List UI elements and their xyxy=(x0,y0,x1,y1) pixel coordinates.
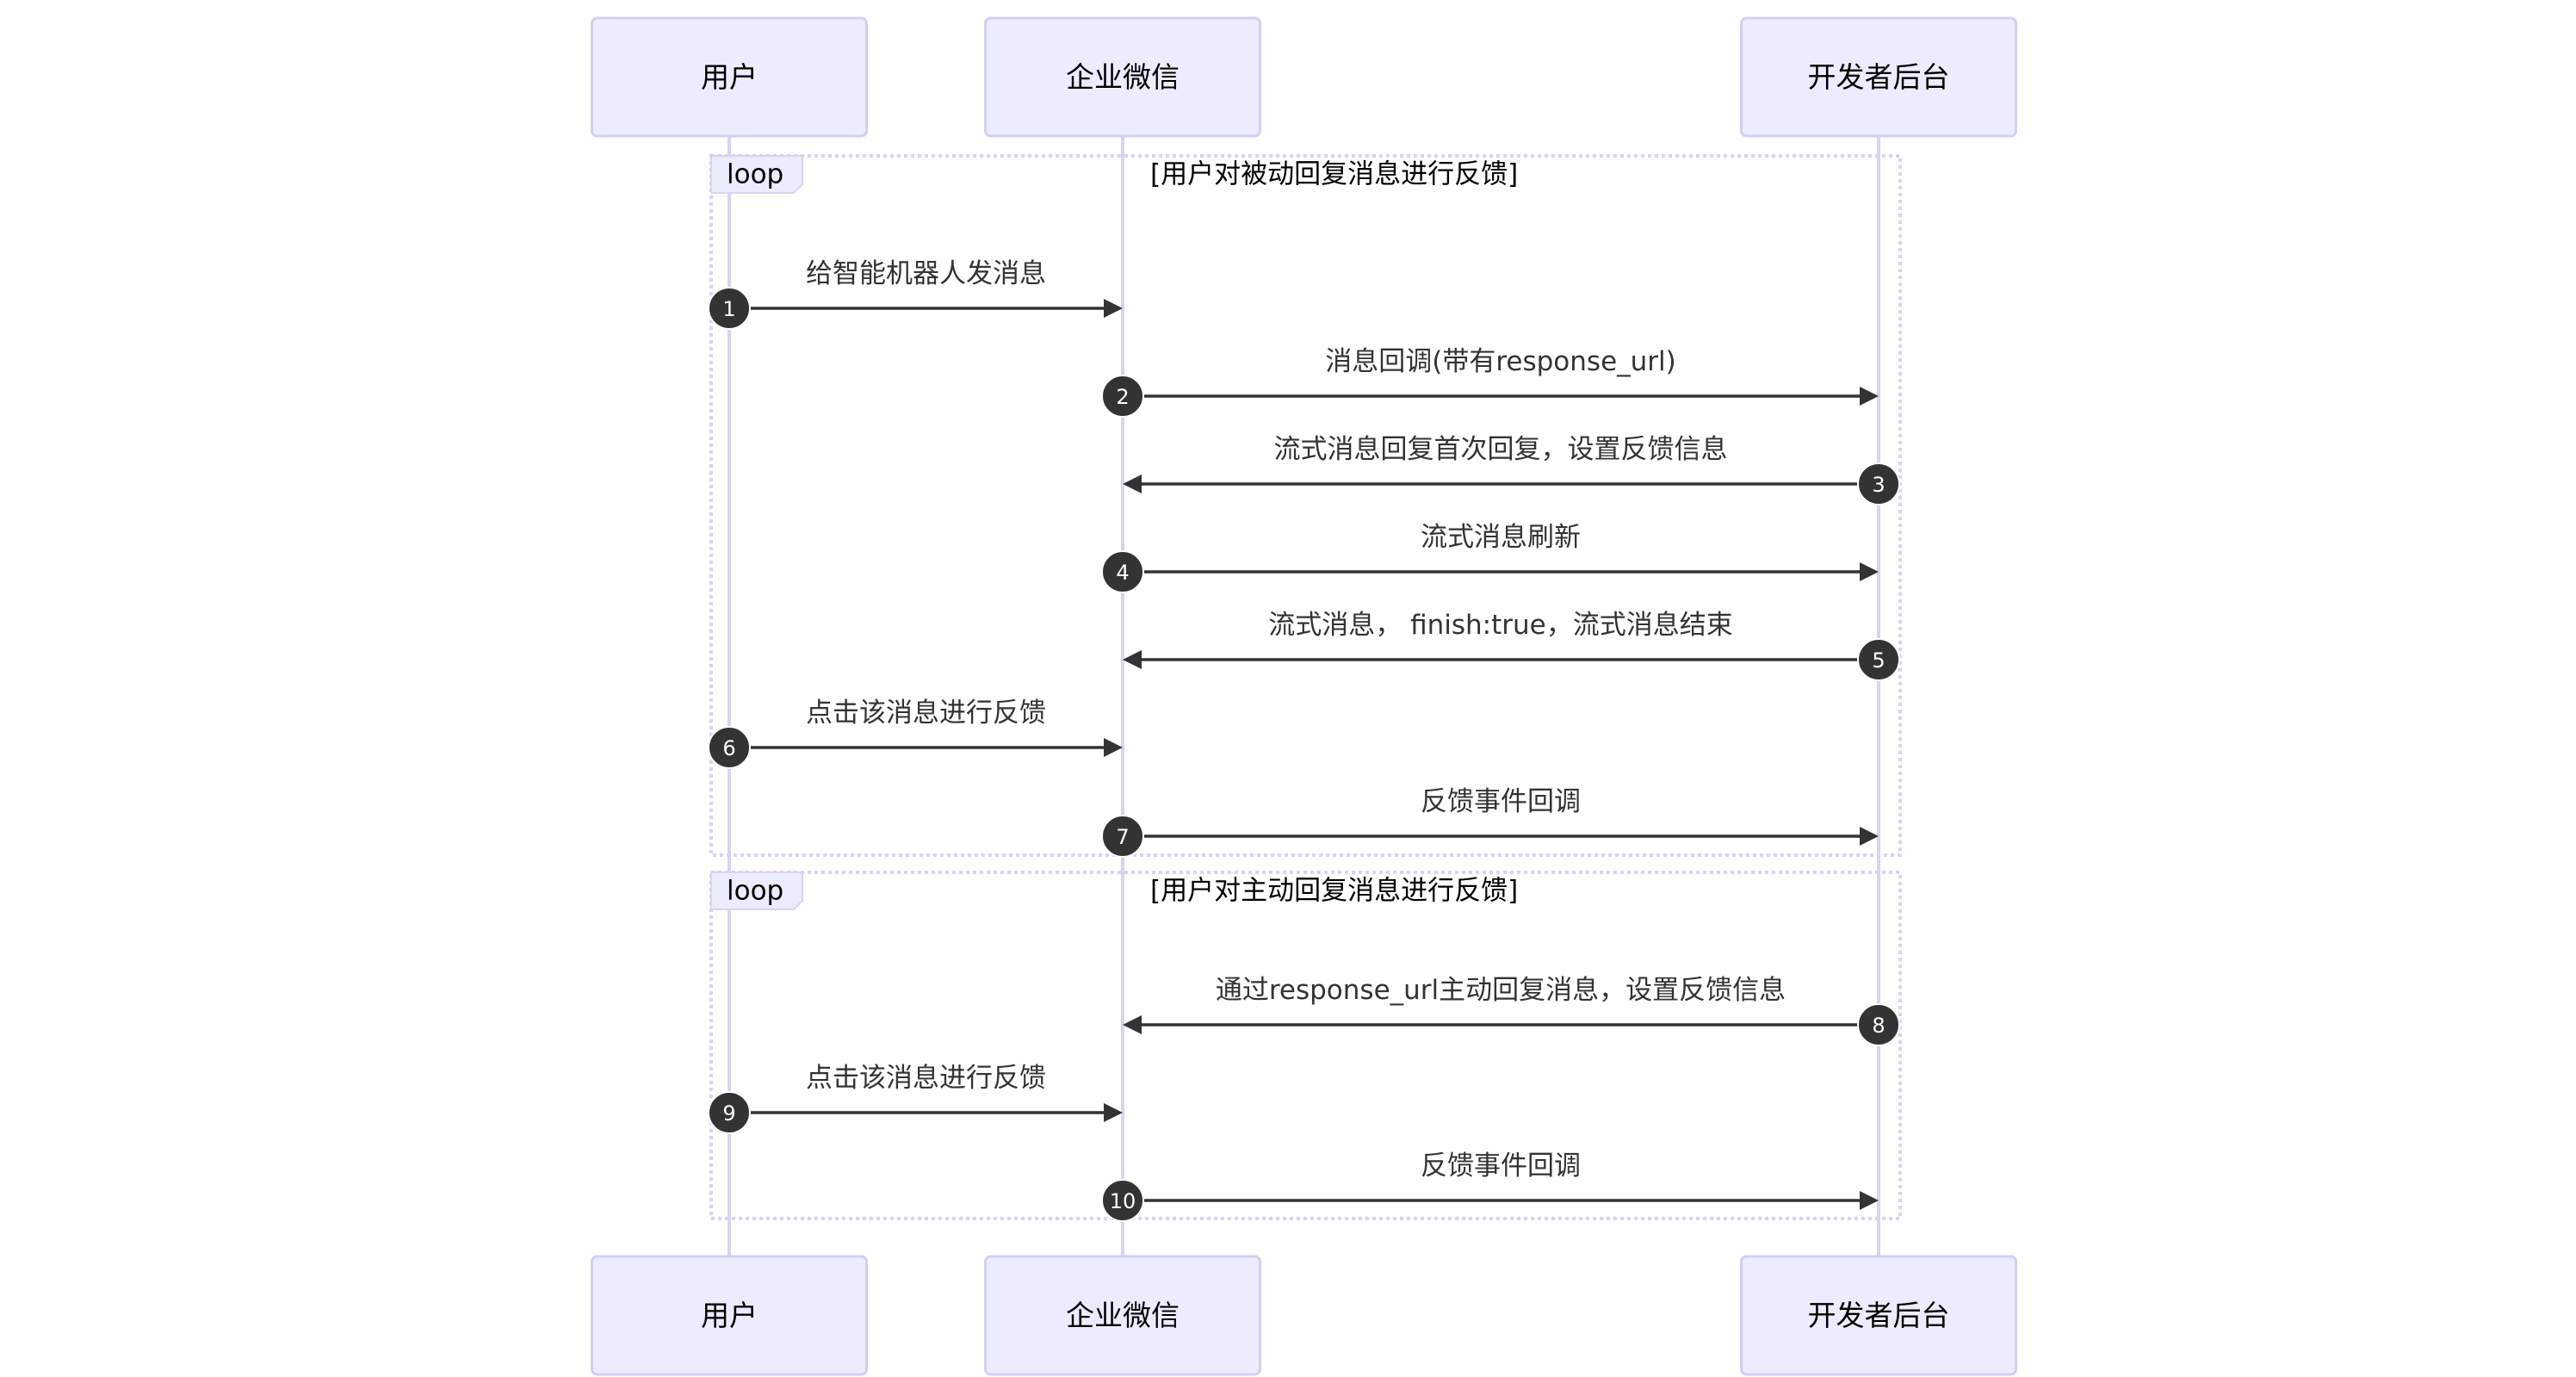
sequence-number: 4 xyxy=(1116,561,1129,585)
sequence-number-badge xyxy=(1857,462,1900,506)
sequence-number: 3 xyxy=(1872,473,1885,497)
message-label: 消息回调(带有response_url) xyxy=(1325,346,1676,377)
message-label: 流式消息， finish:true，流式消息结束 xyxy=(1268,610,1733,641)
arrowhead-icon xyxy=(1104,738,1123,757)
sequence-number: 8 xyxy=(1872,1014,1885,1038)
actor-box xyxy=(984,16,1261,138)
sequence-number: 1 xyxy=(722,297,735,321)
arrowhead-icon xyxy=(1123,1015,1142,1034)
actor-box xyxy=(984,1255,1261,1376)
sequence-number-badge xyxy=(1857,638,1900,681)
message-label: 点击该消息进行反馈 xyxy=(806,1063,1046,1094)
sequence-number: 10 xyxy=(1110,1189,1136,1213)
message-1: 给智能机器人发消息 1 xyxy=(708,258,1123,330)
loop-border xyxy=(709,154,1902,857)
loop-label-box xyxy=(710,871,803,910)
message-label: 通过response_url主动回复消息，设置反馈信息 xyxy=(1216,975,1786,1006)
arrowhead-icon xyxy=(1860,827,1879,846)
arrowhead-icon xyxy=(1860,1191,1879,1210)
sequence-number: 6 xyxy=(722,736,735,760)
arrowhead-icon xyxy=(1104,1103,1123,1122)
sequence-number-badge xyxy=(1101,815,1144,858)
sequence-number: 7 xyxy=(1116,825,1129,849)
sequence-number-badge xyxy=(1857,1003,1900,1046)
sequence-number-badge xyxy=(708,726,751,769)
message-7: 反馈事件回调 7 xyxy=(1101,786,1879,858)
actor-box xyxy=(1740,16,2017,138)
arrowhead-icon xyxy=(1123,650,1142,669)
messages: 给智能机器人发消息 1 消息回调(带有response_url) 2 流式消息回复首次回… xyxy=(708,258,1900,1222)
sequence-number: 5 xyxy=(1872,648,1885,673)
loop-condition: [用户对被动回复消息进行反馈] xyxy=(1150,159,1518,190)
actor-label: 企业微信 xyxy=(1066,60,1180,94)
arrowhead-icon xyxy=(1123,475,1142,493)
message-10: 反馈事件回调 10 xyxy=(1101,1151,1879,1222)
message-label: 反馈事件回调 xyxy=(1421,786,1581,817)
actor-label: 开发者后台 xyxy=(1808,1299,1950,1332)
loop-label: loop xyxy=(727,876,783,907)
loop-frame-2: loop [用户对主动回复消息进行反馈] xyxy=(709,871,1902,1220)
sequence-number-badge xyxy=(1101,375,1144,418)
message-label: 流式消息回复首次回复，设置反馈信息 xyxy=(1274,434,1728,465)
message-5: 流式消息， finish:true，流式消息结束 5 xyxy=(1123,610,1900,681)
message-2: 消息回调(带有response_url) 2 xyxy=(1101,346,1879,418)
message-4: 流式消息刷新 4 xyxy=(1101,522,1879,593)
actor-label: 企业微信 xyxy=(1066,1299,1180,1332)
actor-label: 开发者后台 xyxy=(1808,60,1950,94)
actor-box xyxy=(1740,1255,2017,1376)
loop-frames: loop [用户对被动回复消息进行反馈] loop [用户对主动回复消息进行反馈] xyxy=(709,154,1902,1220)
actors-top: 用户 企业微信 开发者后台 xyxy=(591,16,2017,138)
actor-box xyxy=(591,16,868,138)
actors-bottom: 用户 企业微信 开发者后台 xyxy=(591,1255,2017,1376)
message-6: 点击该消息进行反馈 6 xyxy=(708,698,1123,769)
message-9: 点击该消息进行反馈 9 xyxy=(708,1063,1123,1134)
actor-wecom-top: 企业微信 xyxy=(984,16,1261,138)
sequence-number: 9 xyxy=(722,1101,735,1126)
message-label: 给智能机器人发消息 xyxy=(806,258,1046,289)
actor-wecom-bottom: 企业微信 xyxy=(984,1255,1261,1376)
loop-label-box xyxy=(710,155,803,194)
loop-condition: [用户对主动回复消息进行反馈] xyxy=(1150,876,1518,907)
sequence-number-badge xyxy=(1101,1179,1144,1222)
message-label: 流式消息刷新 xyxy=(1421,522,1581,553)
loop-label: loop xyxy=(727,159,783,190)
sequence-number-badge xyxy=(708,287,751,330)
sequence-number: 2 xyxy=(1116,385,1129,409)
arrowhead-icon xyxy=(1104,299,1123,318)
loop-border xyxy=(709,871,1902,1220)
sequence-number-badge xyxy=(708,1091,751,1134)
actor-user-bottom: 用户 xyxy=(591,1255,868,1376)
message-8: 通过response_url主动回复消息，设置反馈信息 8 xyxy=(1123,975,1900,1046)
actor-user-top: 用户 xyxy=(591,16,868,138)
sequence-number-badge xyxy=(1101,550,1144,593)
message-label: 点击该消息进行反馈 xyxy=(806,698,1046,729)
message-3: 流式消息回复首次回复，设置反馈信息 3 xyxy=(1123,434,1900,506)
actor-dev-bottom: 开发者后台 xyxy=(1740,1255,2017,1376)
message-label: 反馈事件回调 xyxy=(1421,1151,1581,1182)
actor-dev-top: 开发者后台 xyxy=(1740,16,2017,138)
actor-label: 用户 xyxy=(701,1299,758,1332)
actor-label: 用户 xyxy=(701,60,758,94)
loop-frame-1: loop [用户对被动回复消息进行反馈] xyxy=(709,154,1902,857)
arrowhead-icon xyxy=(1860,562,1879,581)
arrowhead-icon xyxy=(1860,387,1879,406)
actor-box xyxy=(591,1255,868,1376)
